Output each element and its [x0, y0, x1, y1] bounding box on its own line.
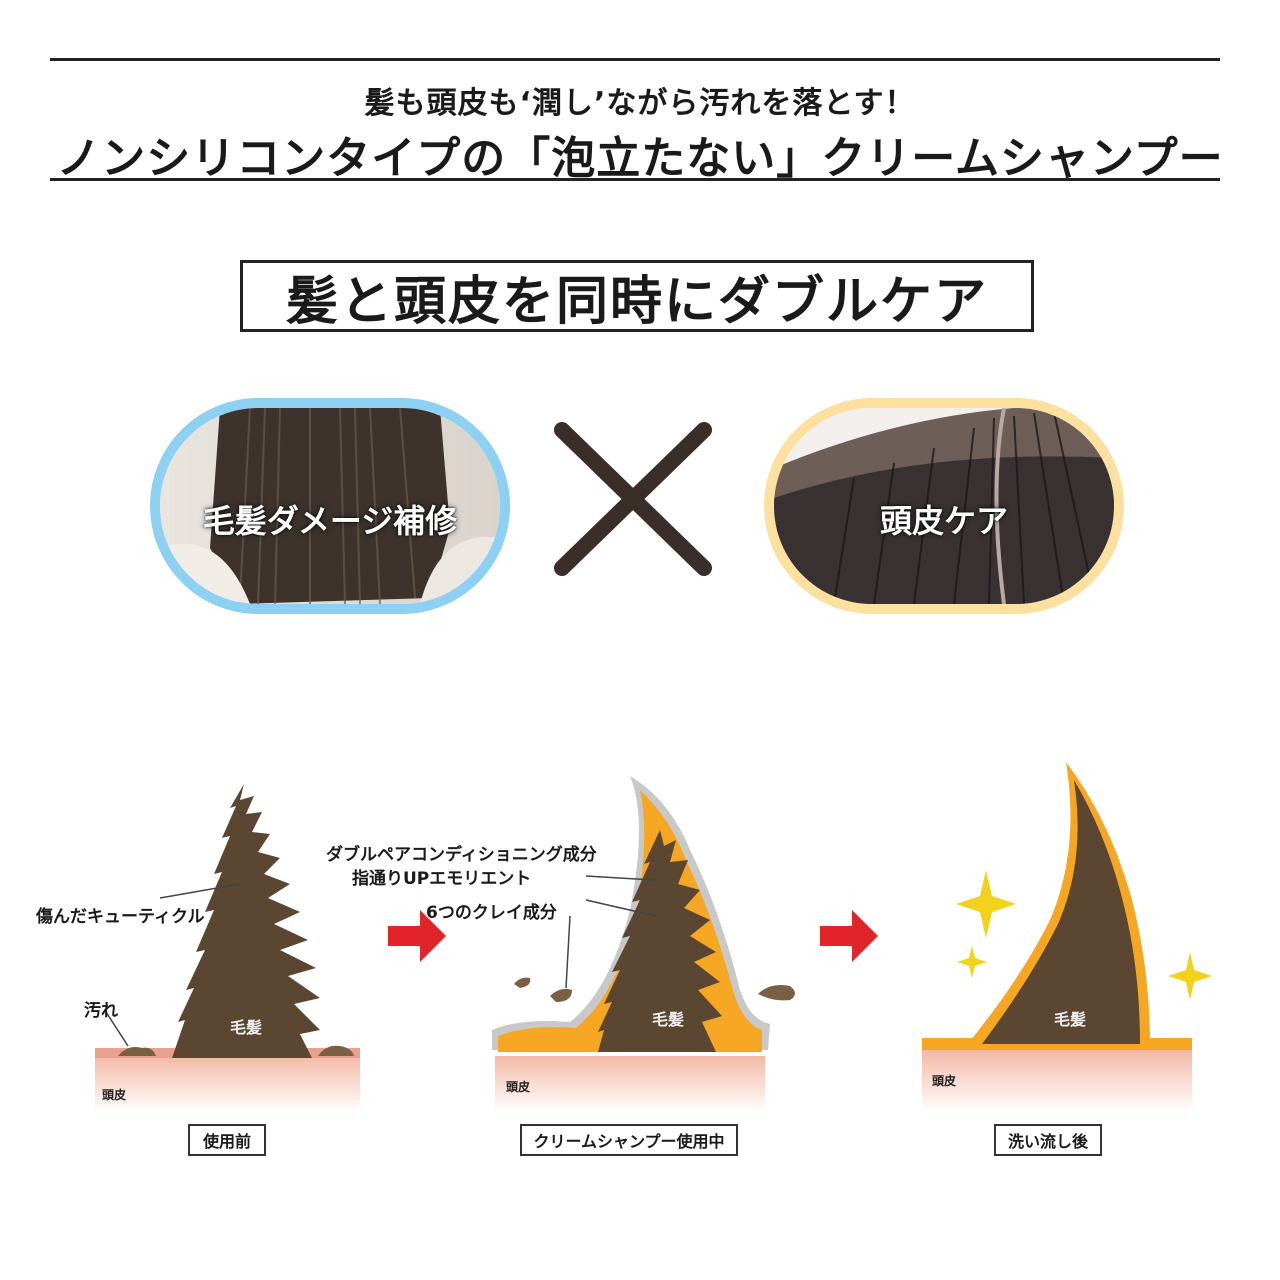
during-scalp	[495, 1056, 765, 1112]
after-scalp-label: 頭皮	[932, 1074, 957, 1088]
scalp-photo	[774, 408, 1114, 604]
stage-before-label: 使用前	[188, 1124, 266, 1156]
cross-icon	[554, 422, 712, 576]
hair-damage-label: 毛髪ダメージ補修	[202, 502, 458, 540]
dirt-1	[118, 1047, 156, 1056]
hair-diagram	[95, 762, 1212, 1112]
sparkle-1	[956, 870, 1016, 938]
during-hair-label: 毛髪	[652, 1010, 685, 1029]
before-scalp	[95, 1056, 360, 1112]
conditioning-label: ダブルペアコンディショニング成分	[326, 845, 597, 865]
after-stage	[922, 762, 1212, 1112]
feature-heading: 髪と頭皮を同時にダブルケア	[240, 260, 1034, 332]
emollient-label: 指通りUPエモリエント	[352, 869, 532, 889]
arrow-2	[820, 910, 878, 962]
clay-label: 6つのクレイ成分	[426, 903, 557, 923]
during-hair	[598, 830, 722, 1052]
hair-damage-capsule: 毛髪ダメージ補修	[150, 398, 510, 614]
before-hair	[172, 784, 320, 1058]
before-hair-label: 毛髪	[230, 1018, 263, 1037]
scalp-care-label: 頭皮ケア	[879, 502, 1008, 540]
before-scalp-label: 頭皮	[102, 1088, 127, 1102]
top-rule	[50, 58, 1220, 61]
sparkle-3	[1168, 952, 1212, 1000]
before-stage	[95, 784, 360, 1112]
after-hair	[982, 780, 1140, 1044]
scalp-care-capsule: 頭皮ケア	[764, 398, 1124, 614]
bottom-rule	[50, 178, 1220, 181]
arrow-1	[388, 910, 446, 962]
after-hair-label: 毛髪	[1054, 1010, 1087, 1029]
during-scalp-label: 頭皮	[506, 1080, 531, 1094]
cuticle-label: 傷んだキューティクル	[36, 907, 205, 927]
dirt-label: 汚れ	[84, 1001, 118, 1021]
dirt-2	[318, 1045, 354, 1056]
sparkle-2	[957, 946, 987, 978]
stage-after-label: 洗い流し後	[994, 1124, 1102, 1156]
header-subtitle: 髪も頭皮も‘潤し’ながら汚れを落とす！	[364, 86, 916, 121]
header-title: ノンシリコンタイプの「泡立たない」クリームシャンプー	[56, 133, 1224, 184]
stage-during-label: クリームシャンプー使用中	[520, 1124, 738, 1156]
during-stage	[492, 776, 795, 1112]
after-scalp	[922, 1050, 1192, 1112]
hair-photo	[160, 408, 500, 604]
